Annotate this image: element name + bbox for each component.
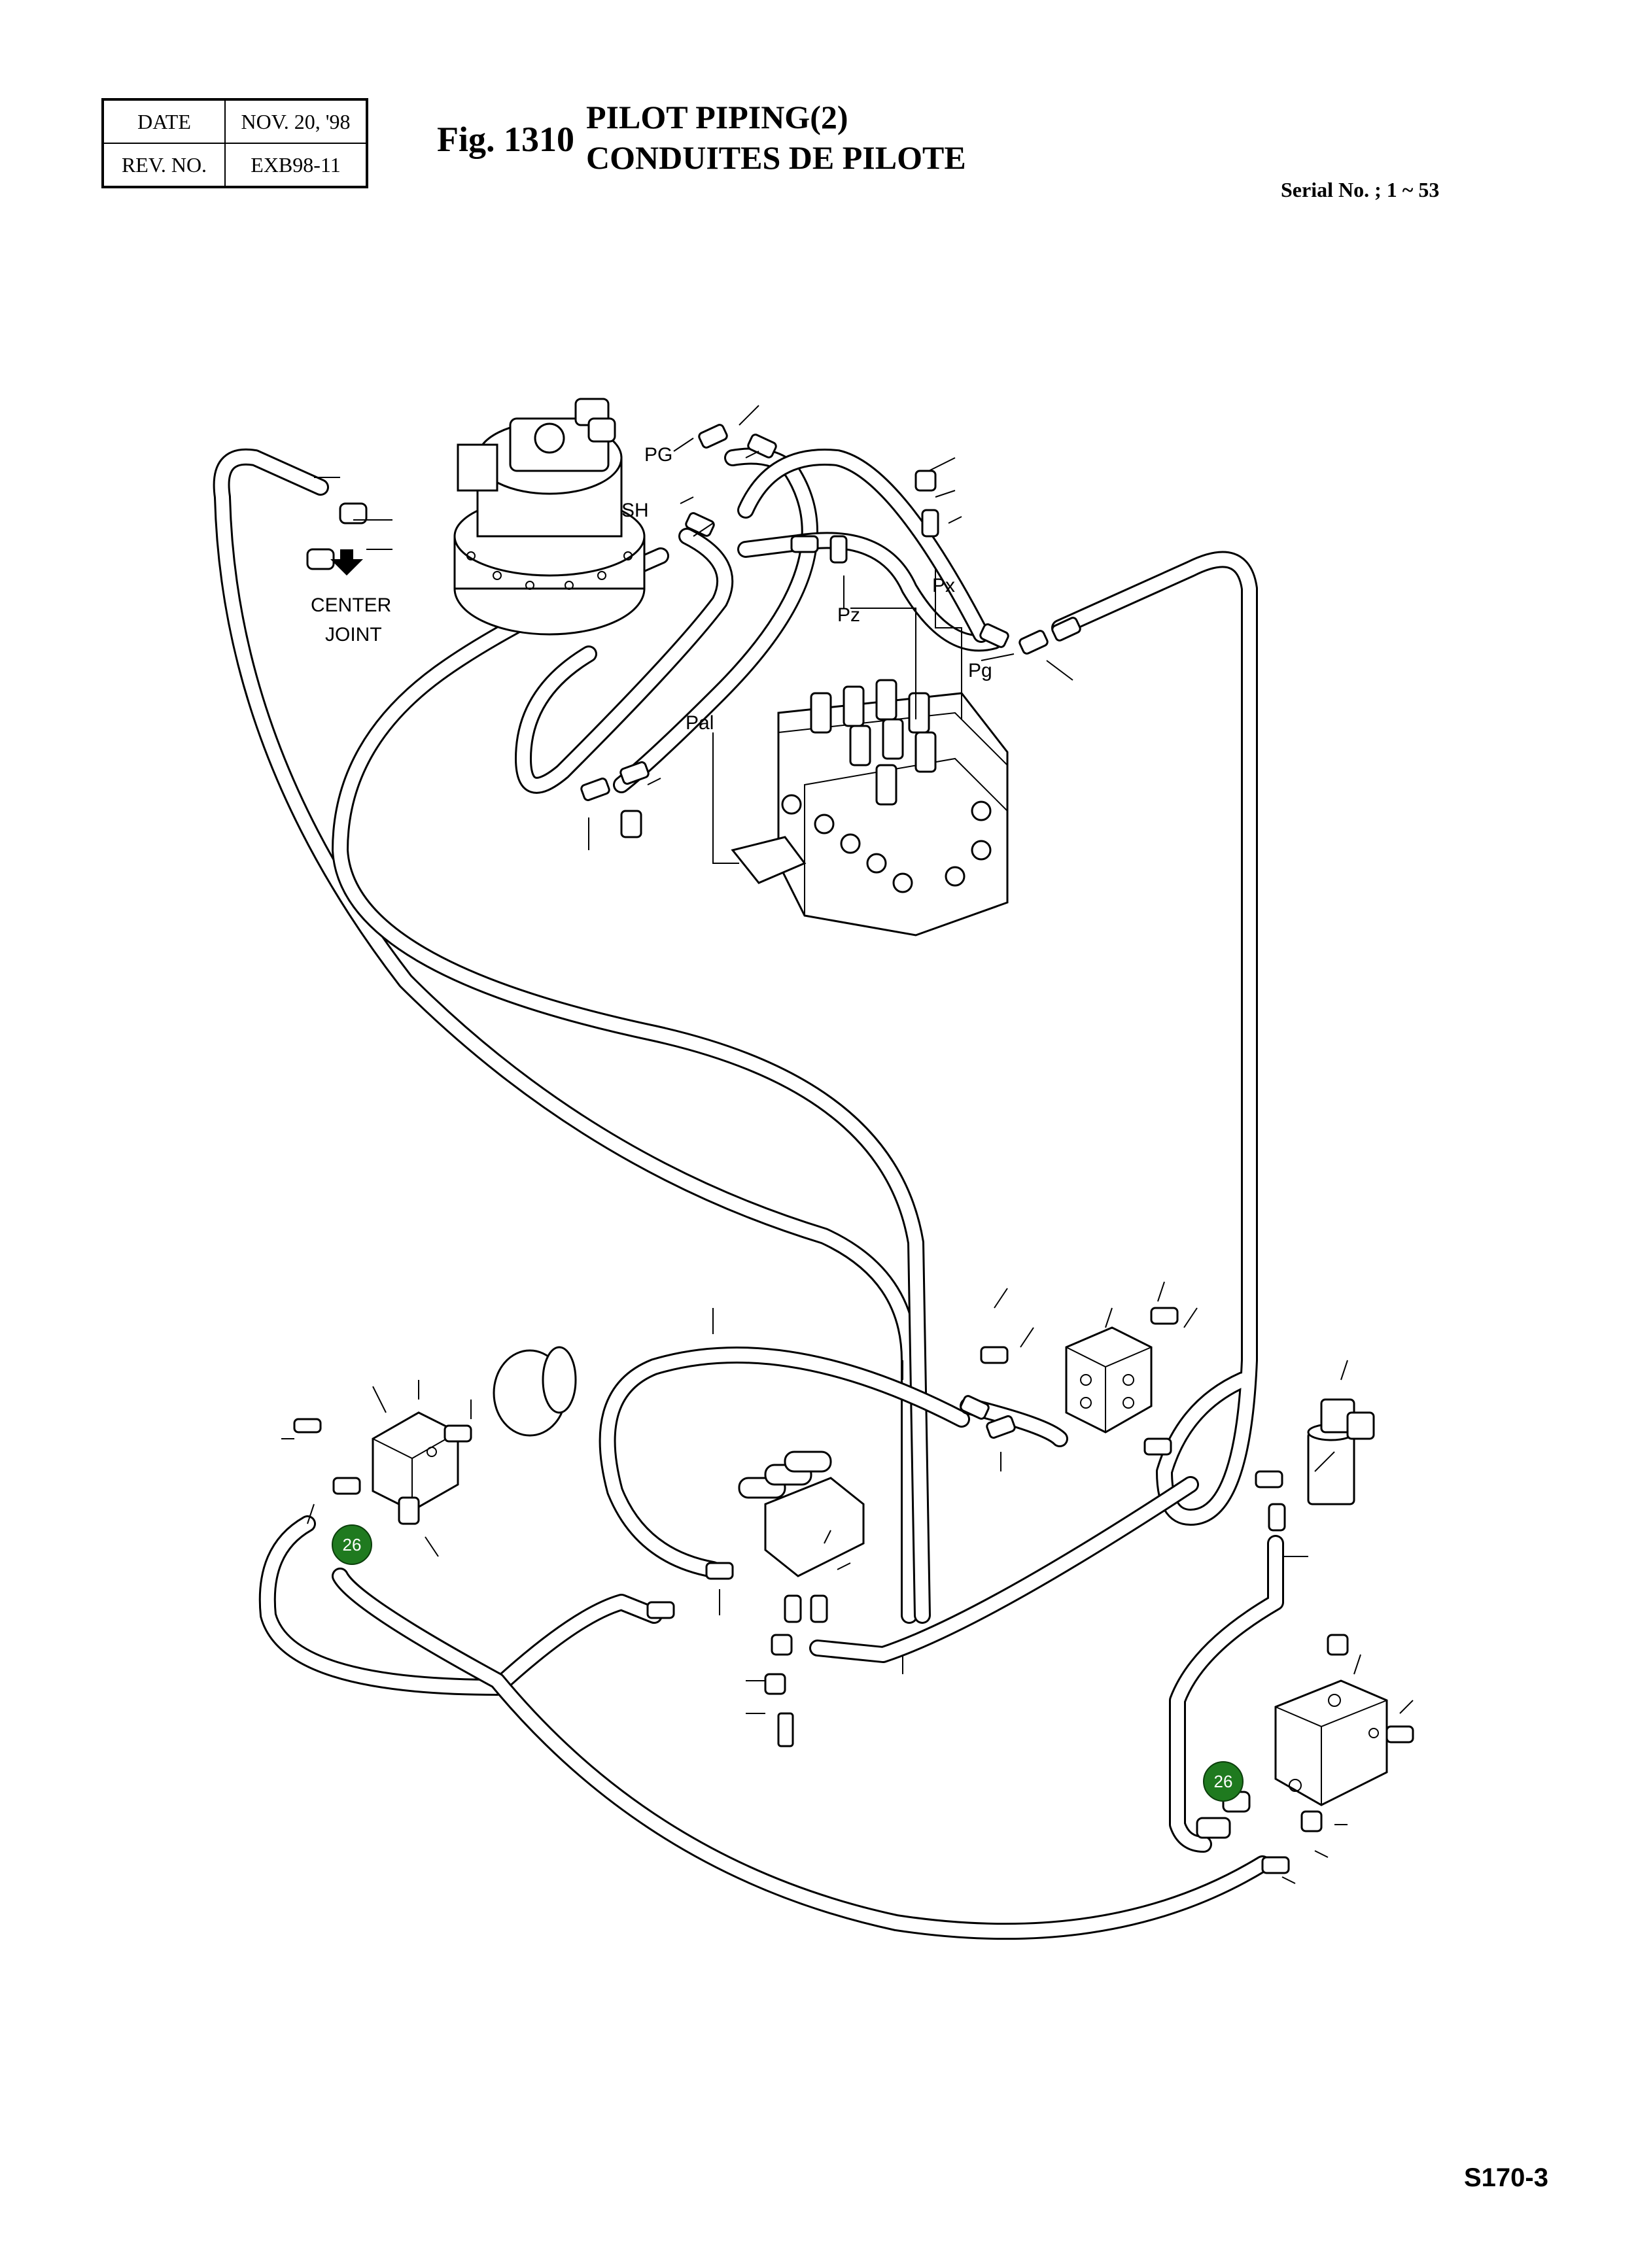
- left-solenoid-block: [372, 1346, 577, 1512]
- page-code: S170-3: [1464, 2163, 1548, 2192]
- motor-bolt-ring: [466, 551, 633, 590]
- label-joint: JOINT: [325, 624, 382, 645]
- center-joint-arrow: [330, 549, 363, 576]
- label-pg-lower: Pg: [968, 660, 992, 681]
- control-valve: [731, 679, 1009, 936]
- figure-number: Fig. 1310: [437, 120, 574, 159]
- label-pg: PG: [644, 444, 672, 466]
- upper-right-block: [1065, 1326, 1153, 1434]
- label-center: CENTER: [311, 594, 391, 616]
- badge-26-right: [1203, 1761, 1244, 1802]
- hoses: [213, 447, 1284, 1940]
- label-pal: Pal: [686, 712, 714, 734]
- valve-spools: [810, 679, 937, 806]
- label-pz: Pz: [837, 604, 860, 626]
- badge-26-left: [332, 1524, 372, 1565]
- title-english: PILOT PIPING(2): [586, 99, 848, 135]
- date-label: DATE: [102, 99, 226, 144]
- revision-table: DATE NOV. 20, '98 REV. NO. EXB98-11: [101, 98, 368, 188]
- valve-ports: [781, 794, 992, 893]
- port-labels: PG SH Px Pz Pg Pal CENTER JOINT: [311, 444, 992, 734]
- reference-badges: 26 26: [332, 1524, 1244, 1802]
- badge-26-left-text: 26: [343, 1535, 362, 1555]
- center-solenoid-valve: [738, 1451, 865, 1577]
- rev-label: REV. NO.: [102, 143, 226, 188]
- lower-right-block: [1274, 1679, 1388, 1806]
- label-sh: SH: [621, 500, 649, 521]
- title-french: CONDUITES DE PILOTE: [586, 139, 966, 176]
- label-px: Px: [932, 575, 955, 596]
- swing-motor: [453, 398, 646, 636]
- serial-number: Serial No. ; 1 ~ 53: [1281, 178, 1440, 201]
- date-value: NOV. 20, '98: [224, 99, 368, 144]
- rev-value: EXB98-11: [224, 143, 368, 188]
- leader-lines: [281, 405, 1414, 1884]
- right-filter: [1307, 1398, 1375, 1505]
- badge-26-right-text: 26: [1214, 1772, 1233, 1791]
